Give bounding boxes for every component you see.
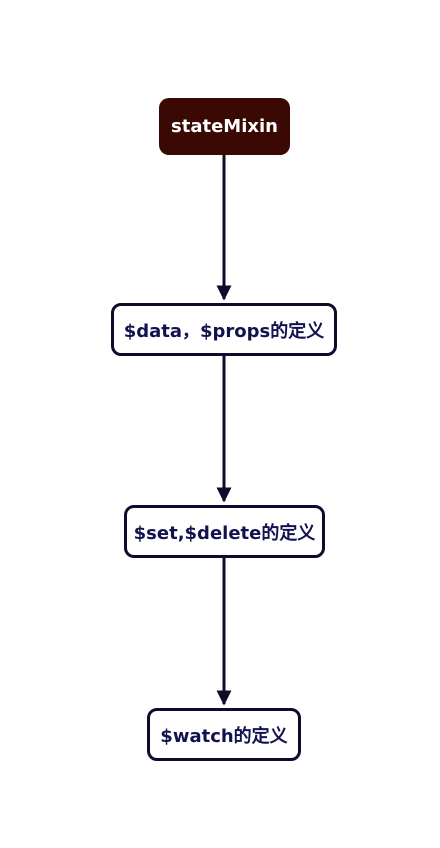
node-set-delete-definition: $set,$delete的定义 <box>124 505 325 558</box>
node-watch-label: $watch的定义 <box>160 725 288 747</box>
node-statemixin-label: stateMixin <box>171 116 278 137</box>
node-watch-definition: $watch的定义 <box>147 708 301 761</box>
node-data-props-definition: $data，$props的定义 <box>111 303 337 356</box>
node-statemixin: stateMixin <box>159 98 290 155</box>
node-set-delete-label: $set,$delete的定义 <box>133 522 316 544</box>
node-data-props-label: $data，$props的定义 <box>123 320 325 342</box>
